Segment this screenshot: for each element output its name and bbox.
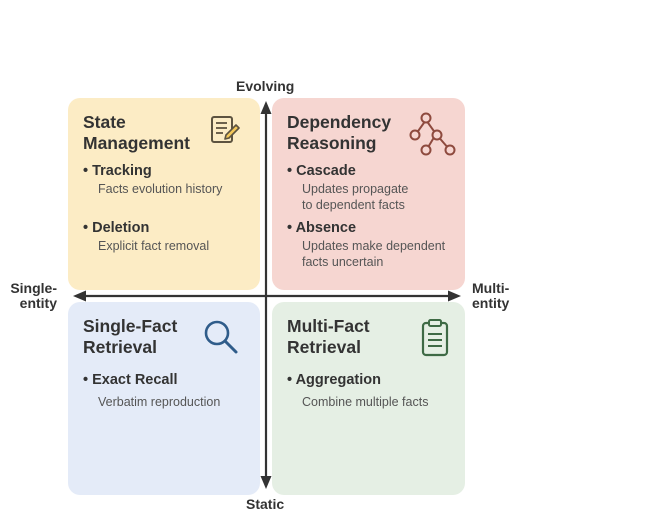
title-line1: State <box>83 112 126 132</box>
quadrant-title: Single-Fact Retrieval <box>83 316 177 358</box>
item-desc: Explicit fact removal <box>98 239 210 253</box>
desc-line1: Updates propagate <box>302 182 409 196</box>
item-desc: Combine multiple facts <box>302 395 429 409</box>
arrow-down <box>260 476 272 489</box>
list-item-absence: • Absence Updates make dependent facts u… <box>287 220 445 270</box>
item-desc: Updates propagate to dependent facts <box>287 181 408 213</box>
arrow-left <box>73 290 86 302</box>
quadrant-title: State Management <box>83 112 190 154</box>
title-line2: Management <box>83 133 190 153</box>
list-item-deletion: • Deletion Explicit fact removal <box>83 220 209 254</box>
item-label: • Deletion <box>83 220 150 236</box>
quadrant-multi-fact-retrieval: Multi-Fact Retrieval • Aggregation Combi… <box>272 302 465 495</box>
item-label: • Cascade <box>287 163 356 179</box>
quadrant-title: Multi-Fact Retrieval <box>287 316 370 358</box>
item-label: • Tracking <box>83 163 152 179</box>
desc-line2: facts uncertain <box>302 255 384 269</box>
axis-label-evolving: Evolving <box>236 78 295 94</box>
axis-label-static: Static <box>246 496 285 512</box>
item-desc: Verbatim reproduction <box>98 395 221 409</box>
list-item-cascade: • Cascade Updates propagate to dependent… <box>287 163 408 213</box>
item-desc: Facts evolution history <box>98 182 223 196</box>
arrow-up <box>260 101 272 114</box>
clipboard-icon <box>421 319 449 357</box>
axis-label-multi-entity: Multi- entity <box>472 281 509 311</box>
axis-label-multi-line1: Multi- <box>472 280 510 296</box>
title-line1: Multi-Fact <box>287 316 370 336</box>
item-desc: Updates make dependent facts uncertain <box>287 238 445 270</box>
axis-label-single-line2: entity <box>19 295 57 311</box>
item-label: • Aggregation <box>287 372 381 388</box>
quadrant-title: Dependency Reasoning <box>287 112 391 154</box>
quadrant-state-management: State Management • Tracking Facts evolut… <box>68 98 260 290</box>
desc-line2: to dependent facts <box>302 198 405 212</box>
axis-label-multi-line2: entity <box>472 295 510 311</box>
title-line2: Reasoning <box>287 133 377 153</box>
item-label: • Exact Recall <box>83 372 178 388</box>
document-pencil-icon <box>211 116 240 143</box>
title-line2: Retrieval <box>287 337 361 357</box>
list-item-aggregation: • Aggregation Combine multiple facts <box>287 372 428 410</box>
arrow-right <box>448 290 461 302</box>
quadrant-single-fact-retrieval: Single-Fact Retrieval • Exact Recall Ver… <box>68 302 260 495</box>
list-item-exact-recall: • Exact Recall Verbatim reproduction <box>83 372 220 410</box>
dependency-tree-icon <box>409 112 456 156</box>
quadrant-dependency-reasoning: Dependency Reasoning • Cascade Updates p… <box>272 98 465 290</box>
item-label: • Absence <box>287 220 357 236</box>
list-item-tracking: • Tracking Facts evolution history <box>83 163 222 197</box>
magnifier-icon <box>204 320 238 354</box>
title-line1: Single-Fact <box>83 316 178 336</box>
axis-label-single-line1: Single- <box>10 280 57 296</box>
axis-label-single-entity: Single- entity <box>6 281 57 311</box>
title-line2: Retrieval <box>83 337 157 357</box>
title-line1: Dependency <box>287 112 392 132</box>
desc-line1: Updates make dependent <box>302 239 446 253</box>
